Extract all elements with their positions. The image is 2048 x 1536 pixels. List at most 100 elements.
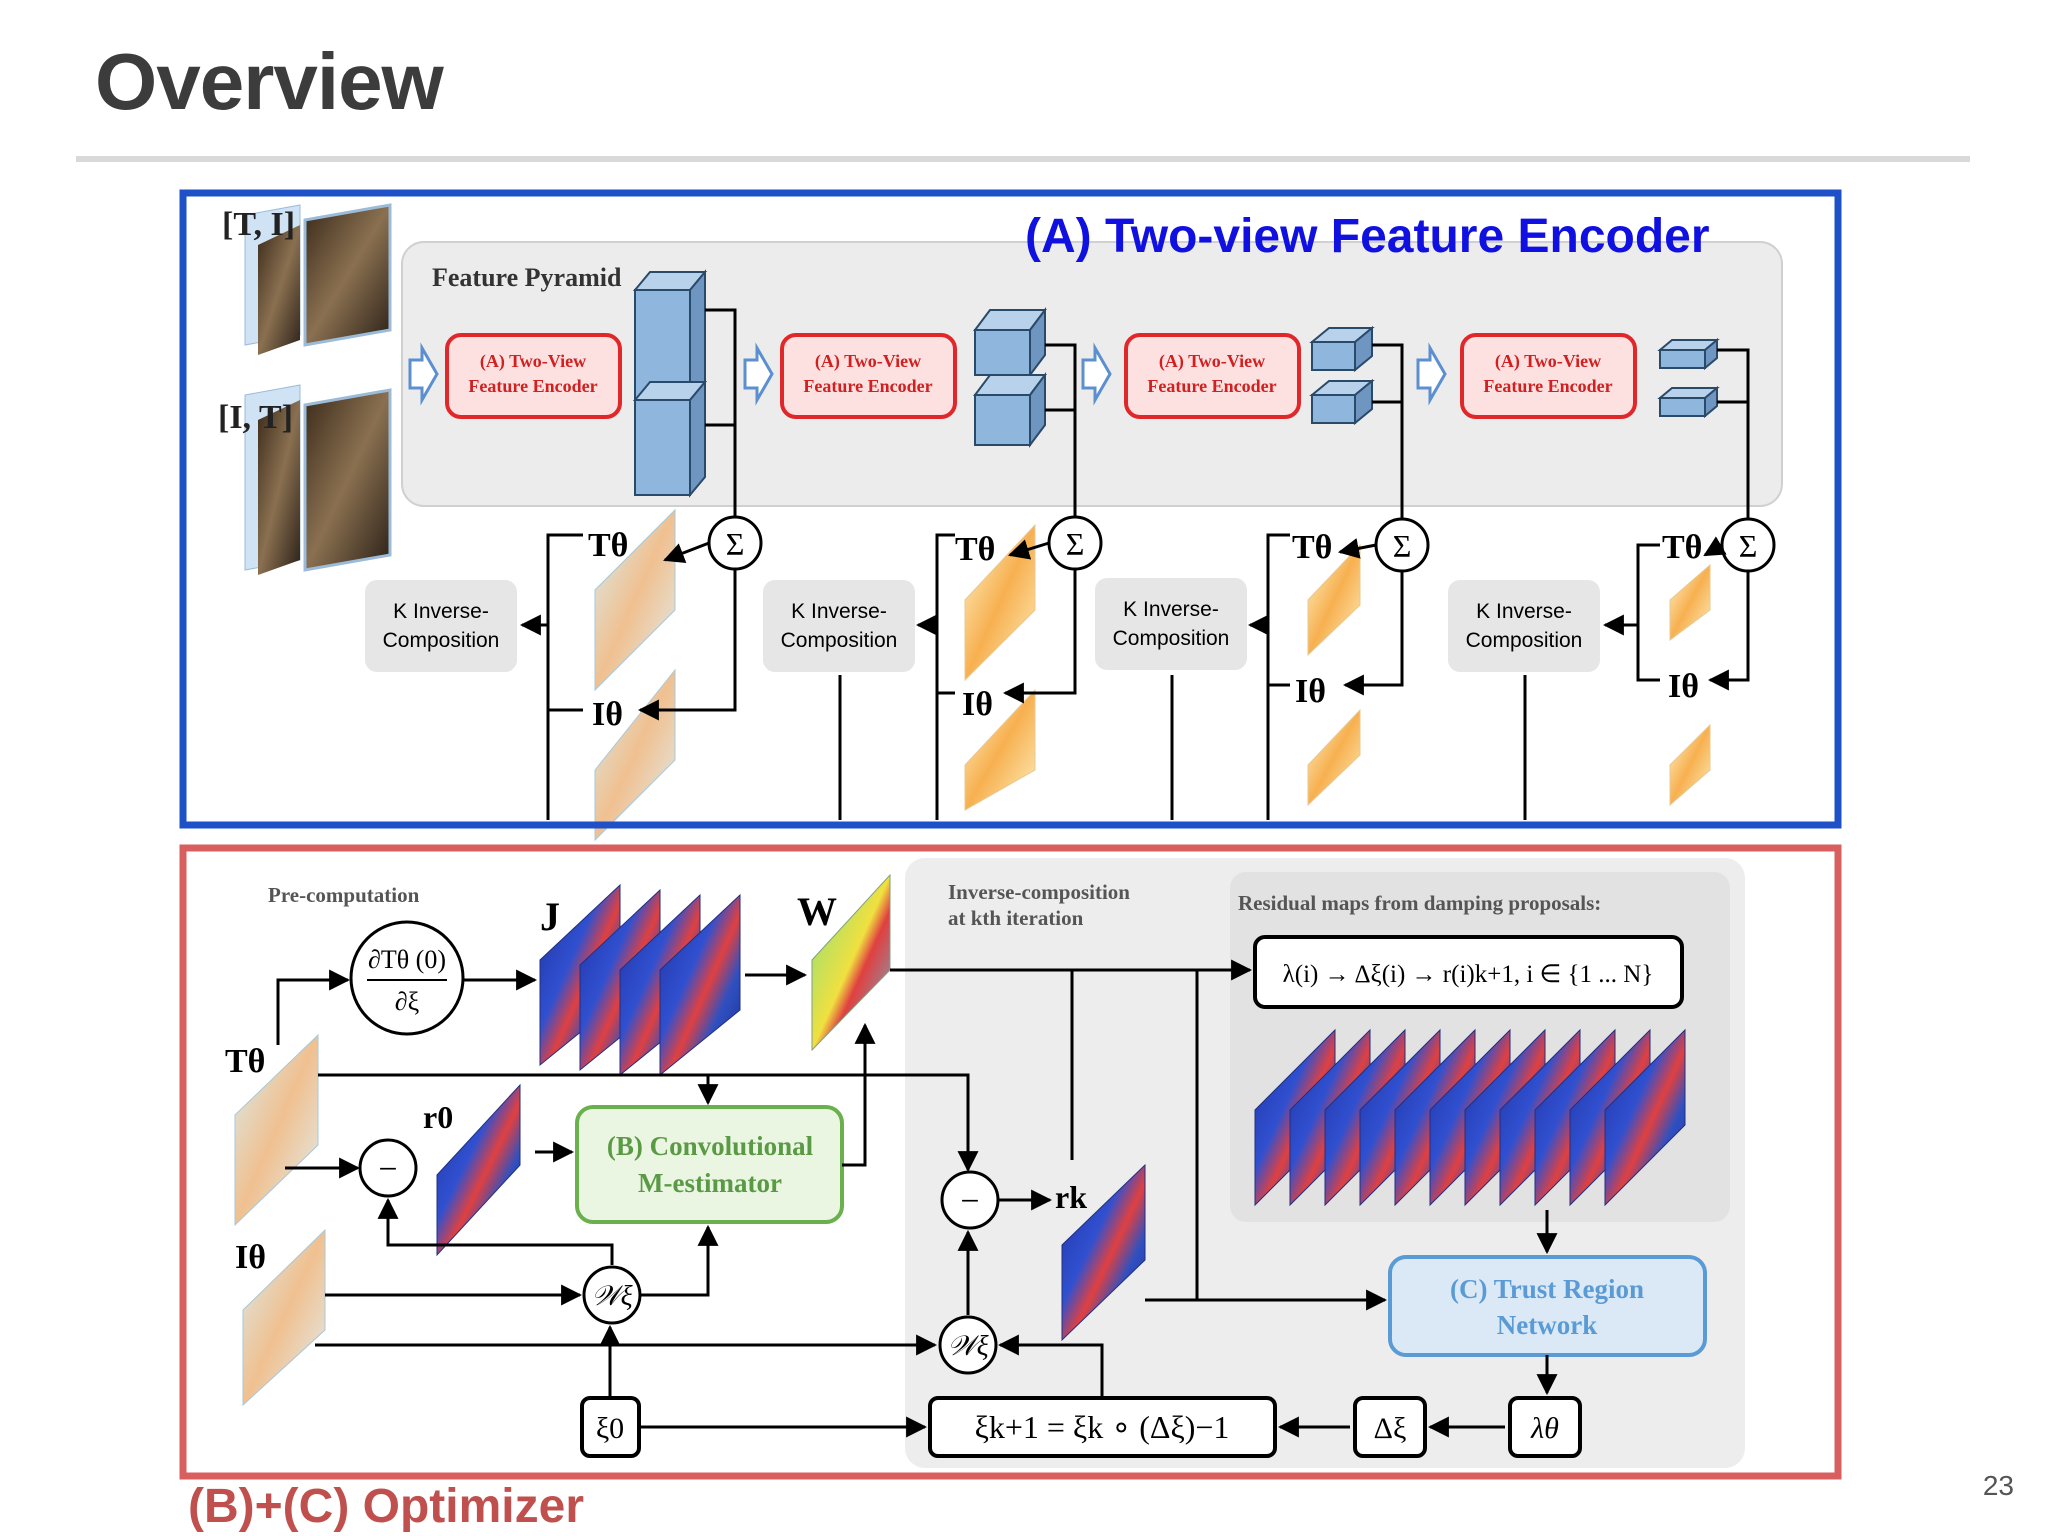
- r0-label: r0: [423, 1099, 453, 1135]
- t-theta-label: Tθ: [588, 527, 628, 564]
- svg-text:Composition: Composition: [781, 629, 898, 652]
- rk-map: [1061, 1163, 1146, 1342]
- i-theta-label: Iθ: [962, 686, 993, 723]
- update-formula: ξk+1 = ξk ∘ (Δξ)−1: [975, 1409, 1230, 1445]
- derivative-denominator: ∂ξ: [395, 987, 419, 1016]
- k-inverse-boxes: K Inverse- Composition K Inverse- Compos…: [365, 578, 1600, 672]
- section-bc-label: (B)+(C) Optimizer: [188, 1480, 584, 1533]
- svg-text:Feature Encoder: Feature Encoder: [803, 376, 932, 396]
- page-number: 23: [1982, 1470, 2014, 1501]
- i-theta-label: Iθ: [235, 1239, 266, 1276]
- sigma-nodes: Σ Σ Σ Σ: [707, 515, 1776, 573]
- derivative-numerator: ∂Tθ (0): [368, 945, 446, 974]
- sigma-outputs: [637, 536, 1750, 721]
- delta-xi-label: Δξ: [1374, 1412, 1407, 1445]
- title-divider: [76, 156, 1970, 162]
- i-theta-label: Iθ: [1668, 668, 1699, 705]
- section-bc: Pre-computation Inverse-composition at k…: [179, 844, 1842, 1533]
- lambda-theta-box: [1508, 1396, 1582, 1458]
- svg-text:(A) Two-View: (A) Two-View: [480, 351, 586, 372]
- flow-arrows: [408, 342, 1447, 406]
- minus-symbol: −: [378, 1151, 397, 1188]
- svg-text:Composition: Composition: [1466, 629, 1583, 652]
- residual-formula-box: [1253, 935, 1684, 1009]
- svg-text:Feature Encoder: Feature Encoder: [1483, 376, 1612, 396]
- residual-formula: λ(i) → Δξ(i) → r(i)k+1, i ∈ {1 ... N}: [1283, 961, 1654, 988]
- rk-label: rk: [1055, 1179, 1087, 1215]
- input-label-it: [I, T]: [218, 399, 293, 436]
- t-theta-label: Tθ: [955, 531, 995, 568]
- svg-text:Composition: Composition: [1113, 627, 1230, 650]
- xi0-label: ξ0: [596, 1412, 624, 1445]
- residual-maps-stack: [1254, 1028, 1686, 1207]
- k-inverse-box-2: [763, 580, 915, 672]
- hollow-arrow-icon: [1416, 342, 1447, 406]
- hollow-arrow-icon: [1081, 342, 1112, 406]
- section-a: Feature Pyramid [T, I] [I, T] (A) Two-Vi…: [179, 189, 1842, 842]
- k-inverse-box-1: [365, 580, 517, 672]
- t-theta-label: Tθ: [1662, 529, 1702, 566]
- m-estimator-line2: M-estimator: [638, 1168, 782, 1198]
- input-label-ti: [T, I]: [222, 206, 295, 243]
- svg-text:Feature Encoder: Feature Encoder: [1147, 376, 1276, 396]
- pyramid-connectors: [705, 308, 1750, 520]
- k-inverse-connectors: [519, 533, 1660, 820]
- t-theta-label: Tθ: [225, 1043, 265, 1080]
- r0-map: [436, 1083, 521, 1257]
- inverse-composition-title: Inverse-composition: [948, 880, 1130, 904]
- svg-text:Composition: Composition: [383, 629, 500, 652]
- feature-heatmaps: [594, 508, 1711, 842]
- encoder-block-2: (A) Two-View Feature Encoder: [780, 333, 957, 419]
- warp-symbol: 𝒲ξ: [591, 1281, 632, 1312]
- svg-text:(A) Two-View: (A) Two-View: [815, 351, 921, 372]
- section-a-frame: [179, 189, 1842, 829]
- warp-symbol: 𝒲ξ: [947, 1331, 988, 1362]
- sigma-symbol: Σ: [1066, 526, 1085, 562]
- section-a-label: (A) Two-view Feature Encoder: [1025, 210, 1710, 263]
- i-theta-label: Iθ: [592, 696, 623, 733]
- hollow-arrow-icon: [743, 342, 774, 406]
- input-image-stack-bottom: [244, 384, 392, 575]
- feature-pyramid-label: Feature Pyramid: [432, 263, 622, 292]
- optimizer-connectors: [276, 959, 1558, 1438]
- residual-title: Residual maps from damping proposals:: [1238, 891, 1601, 915]
- svg-text:K Inverse-: K Inverse-: [1476, 600, 1572, 623]
- svg-text:Feature Encoder: Feature Encoder: [468, 376, 597, 396]
- t-theta-image: [234, 1033, 319, 1227]
- slide-title: Overview: [95, 37, 444, 126]
- feature-maps: [632, 269, 1720, 498]
- section-bc-frame: [179, 844, 1842, 1480]
- jacobian-stack: [539, 883, 741, 1077]
- input-image-stack-top: [244, 203, 392, 355]
- warp-node: [938, 1315, 998, 1375]
- svg-text:K Inverse-: K Inverse-: [791, 600, 887, 623]
- svg-text:K Inverse-: K Inverse-: [1123, 598, 1219, 621]
- svg-text:K Inverse-: K Inverse-: [393, 600, 489, 623]
- delta-xi-box: [1353, 1396, 1427, 1458]
- t-theta-label: Tθ: [1292, 529, 1332, 566]
- i-theta-image: [242, 1228, 326, 1407]
- encoder-block-1: (A) Two-View Feature Encoder: [445, 333, 622, 419]
- hollow-arrow-icon: [408, 342, 439, 406]
- m-estimator-line1: (B) Convolutional: [607, 1131, 814, 1161]
- jacobian-derivative-node: [349, 920, 465, 1036]
- sigma-symbol: Σ: [1739, 528, 1758, 564]
- inverse-composition-subtitle: at kth iteration: [948, 906, 1084, 930]
- encoder-block-4: (A) Two-View Feature Encoder: [1460, 333, 1637, 419]
- theta-labels: Tθ Iθ Tθ Iθ Tθ Iθ Tθ Iθ: [588, 527, 1702, 733]
- lambda-theta-label: λθ: [1530, 1412, 1559, 1445]
- trust-region-box: [1388, 1255, 1707, 1357]
- sigma-symbol: Σ: [1393, 528, 1412, 564]
- jacobian-label: J: [540, 894, 560, 939]
- weight-label: W: [797, 889, 837, 934]
- svg-text:(A) Two-View: (A) Two-View: [1159, 351, 1265, 372]
- trust-region-line1: (C) Trust Region: [1450, 1274, 1644, 1304]
- i-theta-label: Iθ: [1295, 673, 1326, 710]
- m-estimator-box: [575, 1105, 844, 1224]
- trust-region-line2: Network: [1497, 1310, 1597, 1340]
- encoder-block-3: (A) Two-View Feature Encoder: [1124, 333, 1301, 419]
- minus-symbol: −: [960, 1183, 979, 1220]
- k-inverse-box-4: [1448, 580, 1600, 672]
- k-inverse-box-3: [1095, 578, 1247, 670]
